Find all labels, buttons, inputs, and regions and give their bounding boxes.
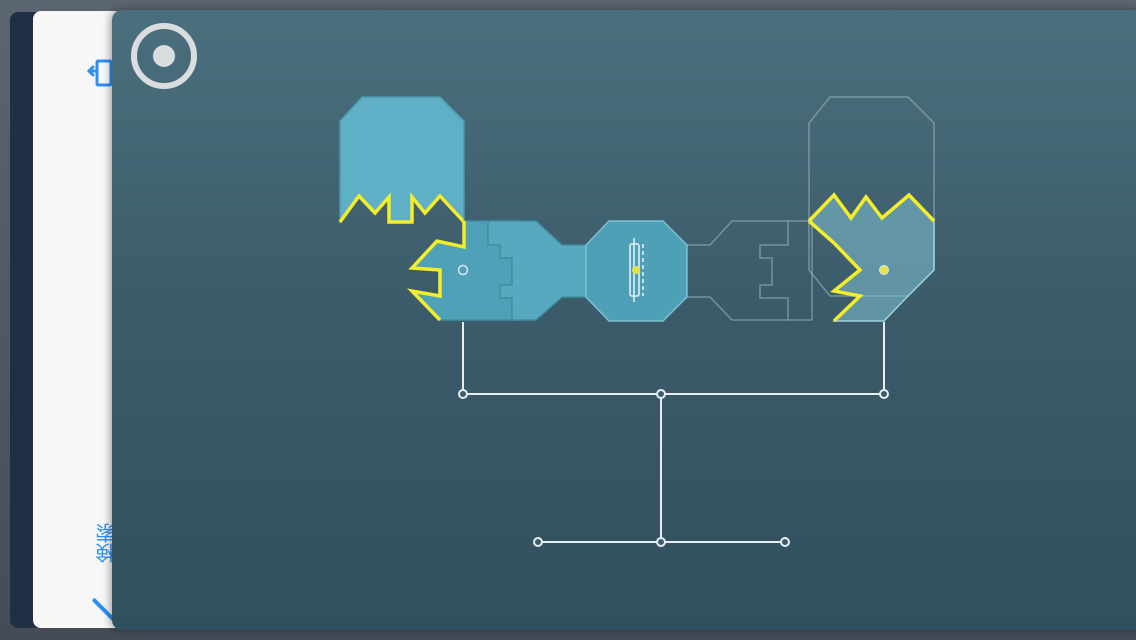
puzzle-board <box>338 96 936 547</box>
record-icon[interactable] <box>130 22 198 90</box>
piece-highlight-top-left <box>338 192 466 224</box>
wire-node <box>879 389 889 399</box>
game-screen[interactable] <box>112 10 1136 630</box>
wire-node <box>780 537 790 547</box>
wire-node <box>533 537 543 547</box>
wire-node <box>656 389 666 399</box>
pivot-center <box>632 266 640 274</box>
wire-node <box>458 389 468 399</box>
wire-node <box>656 537 666 547</box>
ghost-piece-right-link <box>788 220 813 321</box>
piece-highlight-left-gear <box>406 221 466 322</box>
ghost-piece-right-arm <box>684 220 789 321</box>
pivot-left <box>457 264 469 276</box>
puzzle-piece-right-gear[interactable] <box>807 193 935 322</box>
wire-nodes <box>458 389 889 547</box>
pivot-right <box>879 265 889 275</box>
puzzle-piece-left-arm[interactable] <box>487 220 591 321</box>
circuit-wires <box>462 322 885 543</box>
piece-highlight-right-gear <box>807 192 936 323</box>
share-icon <box>86 59 113 87</box>
